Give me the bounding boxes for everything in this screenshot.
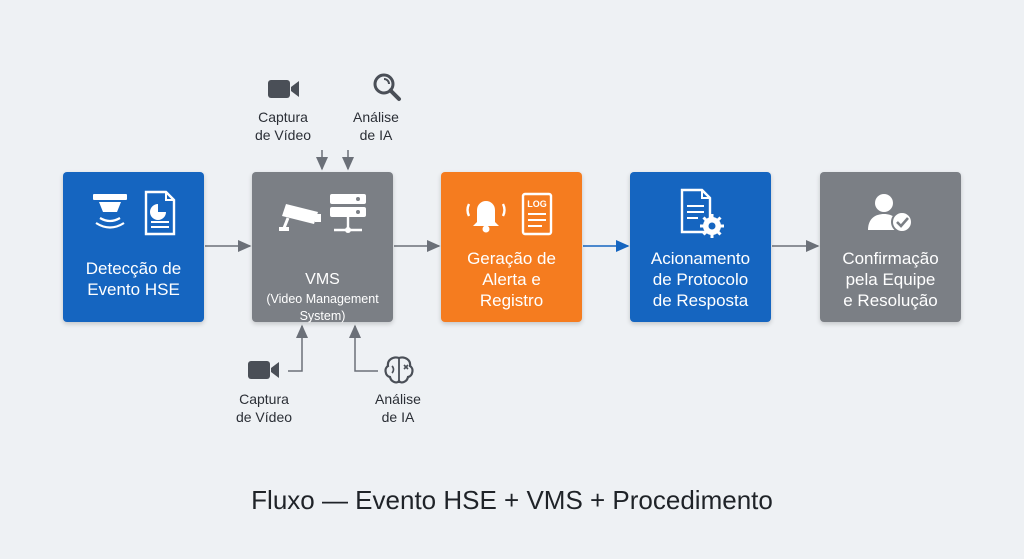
step-vms-sublabel: (Video Management System) xyxy=(266,292,379,323)
magnifier-icon xyxy=(373,73,401,101)
video-camera-icon xyxy=(268,80,299,98)
input-bottom-analise-label: Análise de IA xyxy=(375,391,421,425)
input-top-captura-label: Captura de Vídeo xyxy=(254,109,312,143)
cctv-camera-icon xyxy=(279,204,321,231)
step-confirmacao-label: Confirmação pela Equipe e Resolução xyxy=(842,249,939,310)
step-deteccao-label: Detecção de Evento HSE xyxy=(85,259,182,299)
log-badge: LOG xyxy=(527,199,547,209)
user-check-icon xyxy=(868,194,913,233)
step-acionamento-label: Acionamento de Protocolo de Resposta xyxy=(650,249,751,310)
arrow-bottom-captura xyxy=(288,324,308,372)
bell-icon xyxy=(466,201,506,233)
input-bottom-captura-label: Captura de Vídeo xyxy=(235,391,293,425)
report-document-icon xyxy=(144,190,176,236)
server-icon xyxy=(330,194,366,233)
input-top-analise-label: Análise de IA xyxy=(353,109,399,143)
step-vms-label: VMS xyxy=(305,271,340,288)
step-acionamento-protocolo: Acionamento de Protocolo de Resposta xyxy=(630,172,771,322)
document-gear-icon xyxy=(680,188,724,238)
sensor-icon xyxy=(93,194,127,229)
brain-icon xyxy=(384,356,414,384)
log-document-icon: LOG xyxy=(521,192,553,236)
step-vms: VMS (Video Management System) xyxy=(252,172,393,323)
arrow-bottom-analise xyxy=(349,324,378,372)
step-confirmacao-resolucao: Confirmação pela Equipe e Resolução xyxy=(820,172,961,322)
step-deteccao-evento: Detecção de Evento HSE xyxy=(63,172,204,322)
diagram-title: Fluxo — Evento HSE + VMS + Procedimento xyxy=(251,485,773,515)
video-camera-icon xyxy=(248,361,279,379)
step-alerta-label: Geração de Alerta e Registro xyxy=(467,249,556,310)
step-geracao-alerta: LOG Geração de Alerta e Registro xyxy=(441,172,582,322)
